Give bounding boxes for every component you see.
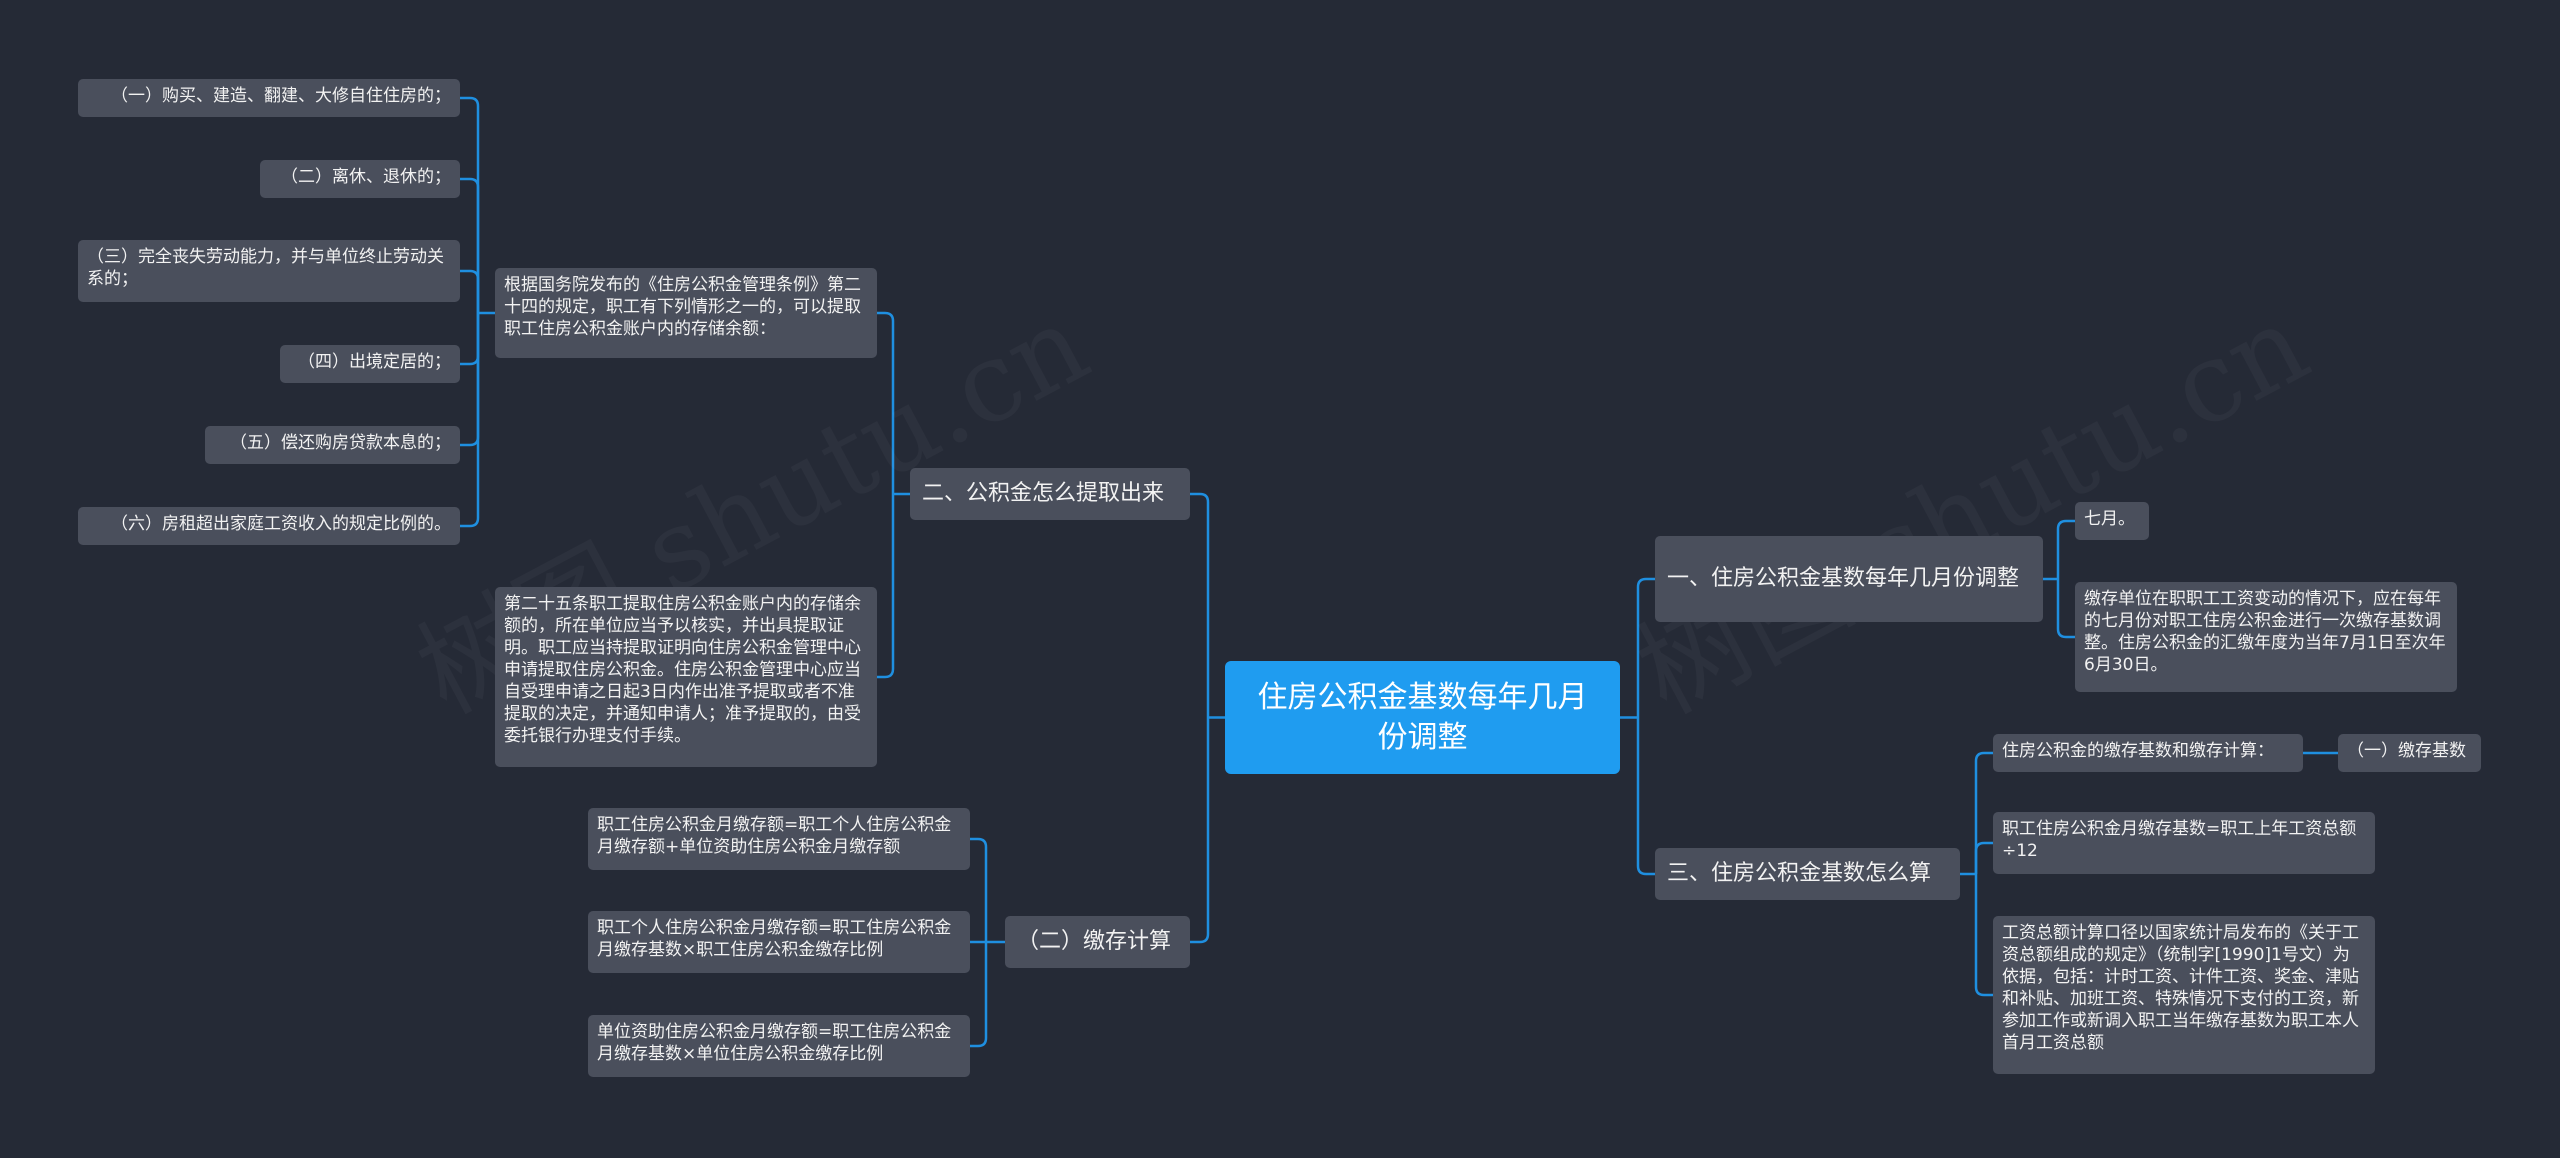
connector-line <box>2056 519 2075 579</box>
adjust-explanation[interactable]: 缴存单位在职职工工资变动的情况下，应在每年的七月份对职工住房公积金进行一次缴存基… <box>2075 582 2457 692</box>
root-topic[interactable]: 住房公积金基数每年几月份调整 <box>1225 661 1620 774</box>
connector-line <box>460 269 480 313</box>
topic-extract[interactable]: 二、公积金怎么提取出来 <box>910 468 1190 520</box>
connector-line <box>1190 492 1210 718</box>
formula-item[interactable]: 职工个人住房公积金月缴存额=职工住房公积金月缴存基数×职工住房公积金缴存比例 <box>588 911 970 973</box>
connector-line <box>460 177 480 313</box>
withdraw-condition[interactable]: （五）偿还购房贷款本息的； <box>205 426 460 464</box>
connector-line <box>460 313 480 366</box>
topic-deposit-calc[interactable]: （二）缴存计算 <box>1005 916 1190 968</box>
connector-line <box>1636 577 1655 718</box>
connector-line <box>1190 717 1210 944</box>
connector-line <box>877 494 895 679</box>
formula-item[interactable]: 单位资助住房公积金月缴存额=职工住房公积金月缴存基数×单位住房公积金缴存比例 <box>588 1015 970 1077</box>
topic-adjust-month[interactable]: 一、住房公积金基数每年几月份调整 <box>1655 536 2043 622</box>
withdraw-condition[interactable]: （三）完全丧失劳动能力，并与单位终止劳动关系的； <box>78 240 460 302</box>
connector-line <box>877 311 895 494</box>
wage-total-definition[interactable]: 工资总额计算口径以国家统计局发布的《关于工资总额组成的规定》（统制字[1990]… <box>1993 916 2375 1074</box>
connector-line <box>460 313 480 447</box>
regulation-article-24[interactable]: 根据国务院发布的《住房公积金管理条例》第二十四的规定，职工有下列情形之一的，可以… <box>495 268 877 358</box>
withdraw-condition[interactable]: （一）购买、建造、翻建、大修自住住房的； <box>78 79 460 117</box>
formula-item[interactable]: 职工住房公积金月缴存额=职工个人住房公积金月缴存额+单位资助住房公积金月缴存额 <box>588 808 970 870</box>
connector-line <box>1974 751 1993 874</box>
regulation-article-25[interactable]: 第二十五条职工提取住房公积金账户内的存储余额的，所在单位应当予以核实，并出具提取… <box>495 587 877 767</box>
withdraw-condition[interactable]: （四）出境定居的； <box>280 345 460 383</box>
connector-line <box>1974 841 1993 874</box>
withdraw-condition[interactable]: （二）离休、退休的； <box>260 160 460 198</box>
answer-july[interactable]: 七月。 <box>2075 502 2149 540</box>
connector-line <box>1974 874 1993 997</box>
base-and-calc[interactable]: 住房公积金的缴存基数和缴存计算： <box>1993 734 2303 772</box>
monthly-base-formula[interactable]: 职工住房公积金月缴存基数=职工上年工资总额÷12 <box>1993 812 2375 874</box>
withdraw-condition[interactable]: （六）房租超出家庭工资收入的规定比例的。 <box>78 507 460 545</box>
connector-line <box>460 96 480 313</box>
connector-line <box>2056 579 2075 639</box>
topic-how-to-calc[interactable]: 三、住房公积金基数怎么算 <box>1655 848 1960 900</box>
connector-line <box>970 942 988 1048</box>
connector-line <box>460 313 480 528</box>
connector-line <box>1636 717 1655 876</box>
deposit-base-item[interactable]: （一）缴存基数 <box>2338 734 2481 772</box>
connector-line <box>970 837 988 942</box>
